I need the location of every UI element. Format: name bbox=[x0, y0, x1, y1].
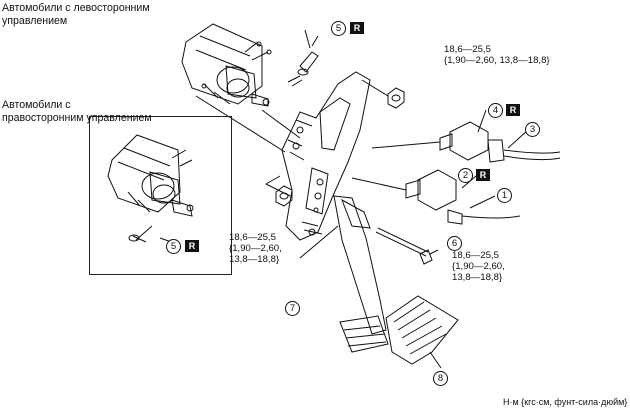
replace-mark-2: R bbox=[476, 169, 490, 181]
switch-part-2 bbox=[405, 169, 521, 225]
callout-5-inset: 5 bbox=[166, 239, 181, 254]
rhd-bracket-illustration bbox=[107, 134, 194, 243]
callout-1: 1 bbox=[497, 188, 512, 203]
torque-right-line1: 18,6—25,5 bbox=[452, 250, 499, 261]
callout-5-top: 5 bbox=[331, 21, 346, 36]
replace-mark-5-inset: R bbox=[185, 240, 199, 252]
callout-8: 8 bbox=[433, 371, 448, 386]
callout-2: 2 bbox=[458, 168, 473, 183]
nut-top-leader bbox=[361, 79, 389, 97]
lhd-bracket-illustration bbox=[181, 23, 272, 107]
torque-right-line2: {1,90—2,60, bbox=[452, 261, 505, 272]
nut-left-leader bbox=[265, 175, 291, 197]
callout-4: 4 bbox=[488, 103, 503, 118]
torque-top-line2: {1,90—2,60, 13,8—18,8} bbox=[444, 55, 550, 66]
callout-7: 7 bbox=[285, 301, 300, 316]
torque-left-line2: {1,90—2,60, bbox=[229, 243, 282, 254]
pedal-pad-part-8 bbox=[385, 295, 459, 365]
units-note: Н·м {кгс·см, фунт-сила·дюйм} bbox=[503, 397, 628, 407]
torque-right-line3: 13,8—18,8} bbox=[452, 272, 503, 283]
rhd-inset-frame bbox=[89, 116, 232, 275]
replace-mark-4: R bbox=[506, 104, 520, 116]
replace-mark-5-top: R bbox=[350, 22, 364, 34]
switch4-leader bbox=[371, 141, 441, 149]
brake-pedal-arm bbox=[333, 195, 389, 353]
lhd-title: Автомобили с левосторонним управлением bbox=[2, 2, 150, 27]
nut-top bbox=[387, 87, 405, 109]
callout-3: 3 bbox=[525, 122, 540, 137]
rhd-title: Автомобили с правосторонним управлением bbox=[2, 99, 152, 124]
torque-left-line3: 13,8—18,8} bbox=[229, 254, 280, 265]
callout-6: 6 bbox=[447, 236, 462, 251]
lhd-leader-lines bbox=[195, 95, 301, 153]
torque-top-line1: 18,6—25,5 bbox=[444, 44, 491, 55]
clevis-pin-part-5 bbox=[287, 35, 319, 87]
switch2-leader bbox=[351, 177, 407, 191]
torque-left-line1: 18,6—25,5 bbox=[229, 232, 276, 243]
switch-part-4 bbox=[439, 121, 561, 163]
pedal-bracket bbox=[281, 71, 371, 241]
bolt-part-6 bbox=[375, 227, 433, 265]
